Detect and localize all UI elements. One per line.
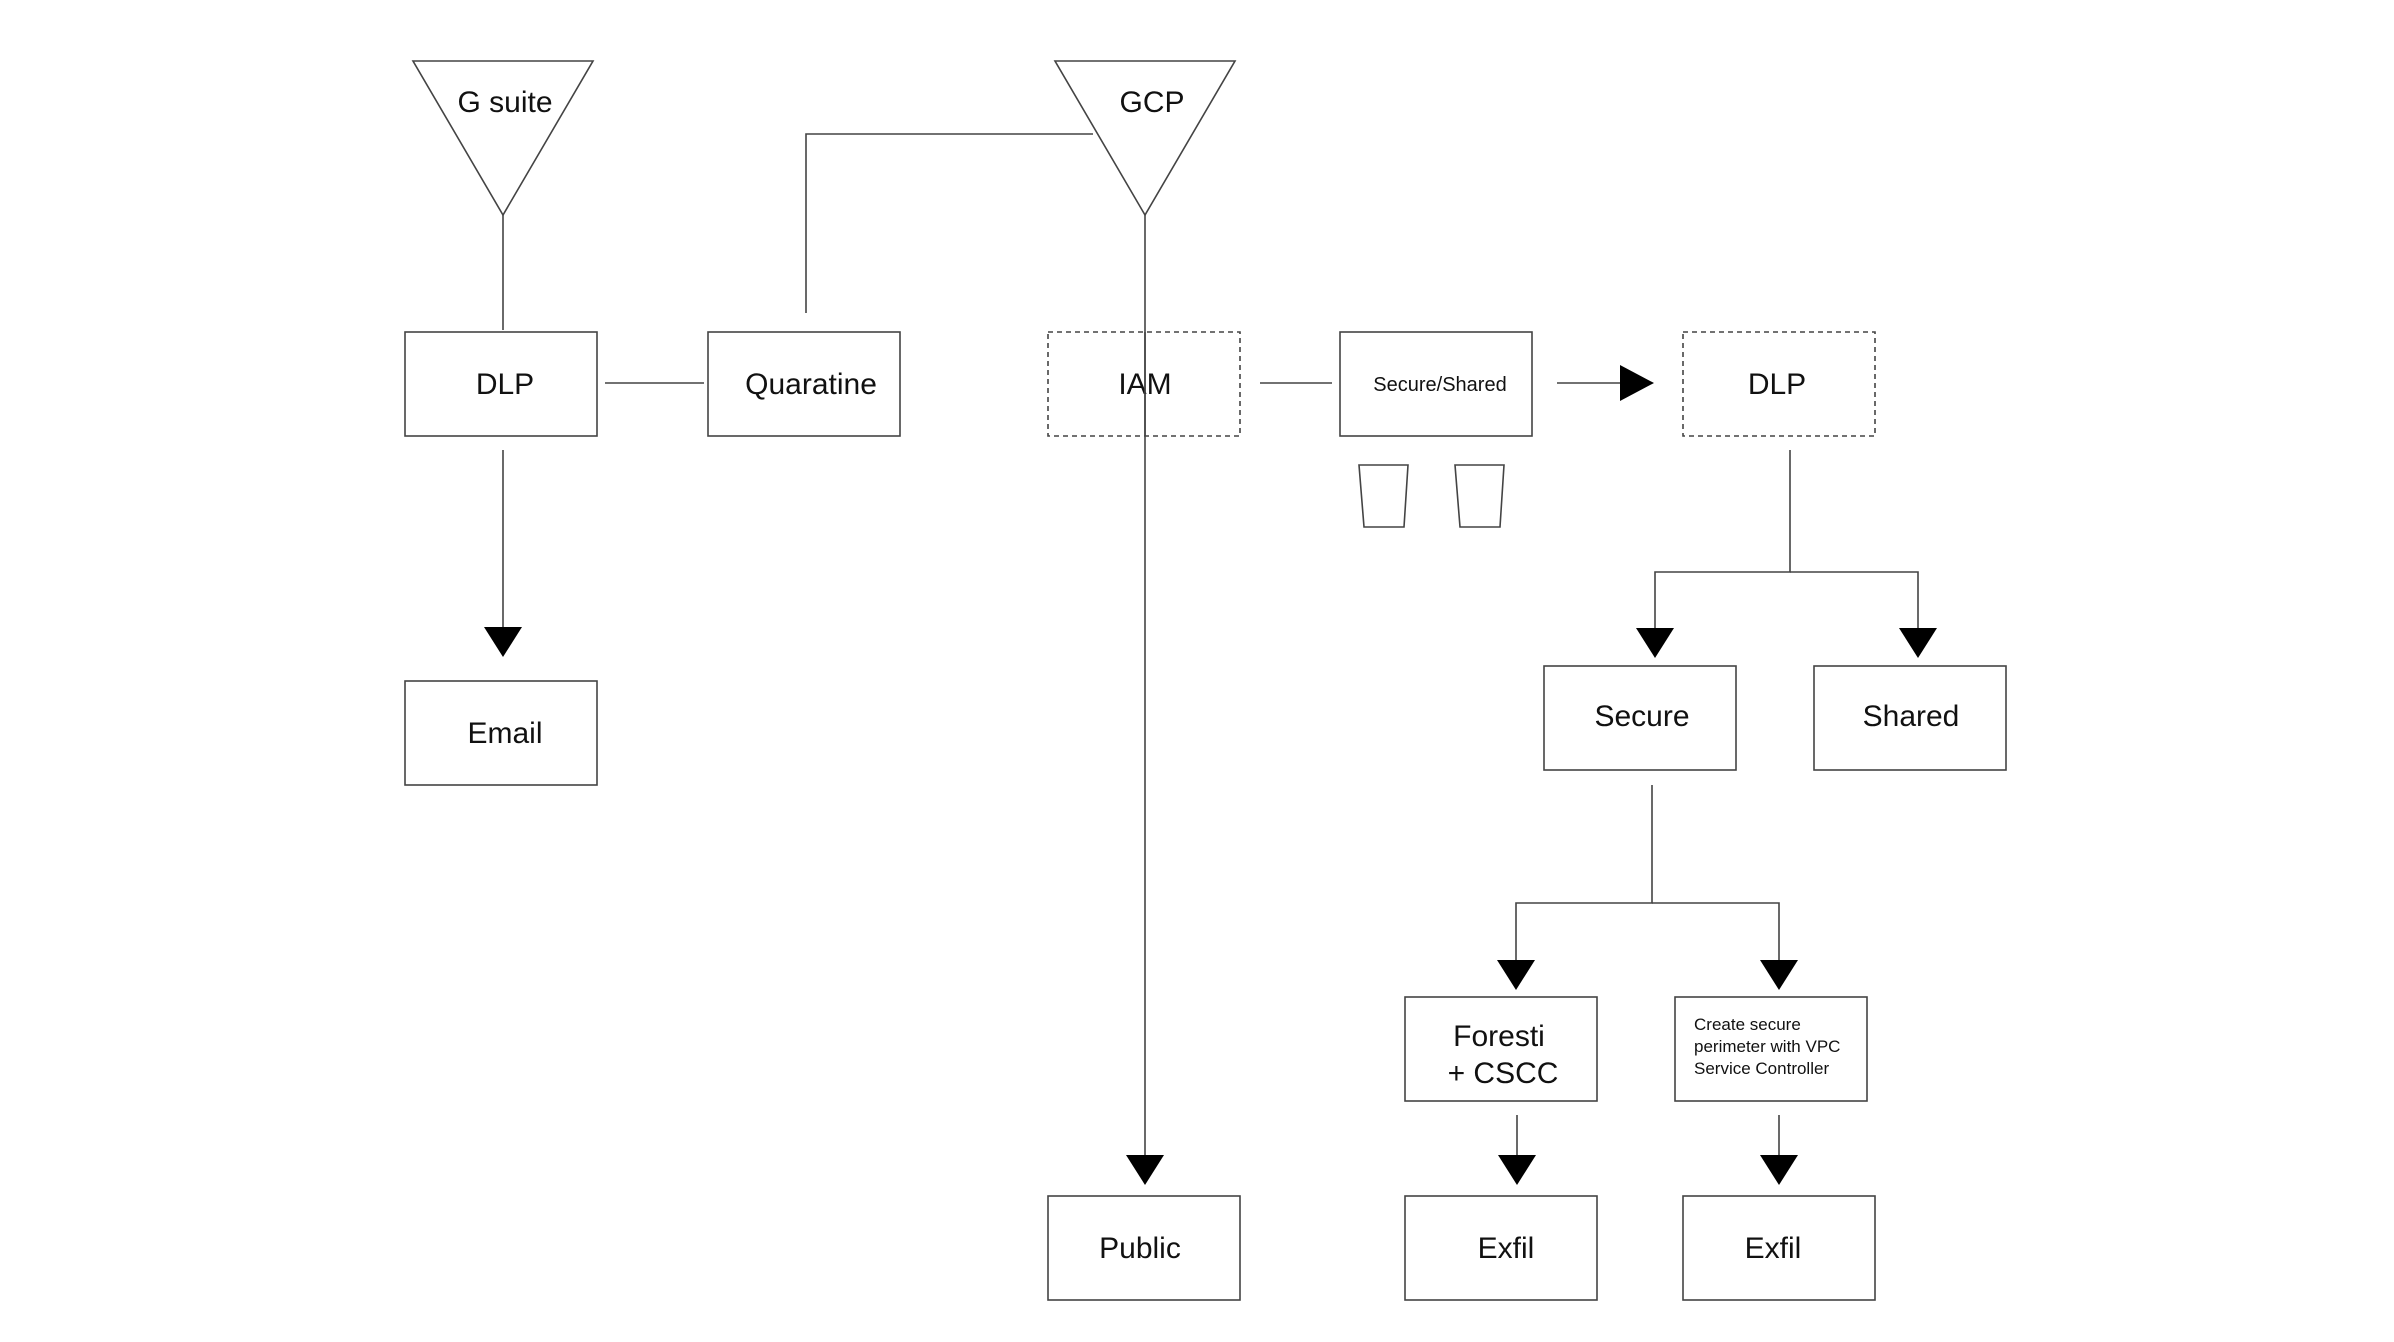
arrowhead-forseti bbox=[1497, 960, 1535, 990]
node-forseti-line-2: + CSCC bbox=[1448, 1057, 1559, 1090]
node-exfil-right-label: Exfil bbox=[1745, 1232, 1802, 1265]
node-exfil-left-label: Exfil bbox=[1478, 1232, 1535, 1265]
arrowhead-shared bbox=[1899, 628, 1937, 658]
edge-gcp-quarantine bbox=[805, 133, 1093, 313]
node-dlp-left-label: DLP bbox=[476, 368, 534, 401]
arrowhead-exfil-left bbox=[1498, 1155, 1536, 1185]
node-public-label: Public bbox=[1099, 1232, 1181, 1265]
node-email: Email bbox=[404, 680, 598, 786]
source-gcp: GCP bbox=[1053, 60, 1237, 217]
node-vpc-line-3: Service Controller bbox=[1694, 1059, 1829, 1078]
arrowhead-dlp-right bbox=[1620, 365, 1654, 401]
node-forseti-cscc: Foresti + CSCC bbox=[1404, 996, 1598, 1102]
arrowhead-vpc bbox=[1760, 960, 1798, 990]
node-vpc-line-2: perimeter with VPC bbox=[1694, 1037, 1840, 1056]
node-dlp-right: DLP bbox=[1682, 331, 1876, 437]
source-gsuite-label: G suite bbox=[457, 86, 552, 119]
node-secure-shared-label: Secure/Shared bbox=[1373, 374, 1506, 396]
arrowhead-secure bbox=[1636, 628, 1674, 658]
node-public: Public bbox=[1047, 1195, 1241, 1301]
source-gsuite: G suite bbox=[411, 60, 595, 217]
arrowhead-exfil-right bbox=[1760, 1155, 1798, 1185]
node-secure-label: Secure bbox=[1594, 700, 1689, 733]
edge-dlp-branch-shared bbox=[1790, 571, 1919, 628]
node-dlp-left: DLP bbox=[404, 331, 598, 437]
node-quarantine-label: Quaratine bbox=[745, 368, 877, 401]
arrowheads bbox=[484, 365, 1937, 1185]
bucket-icon bbox=[1358, 464, 1409, 528]
node-vpc-line-1: Create secure bbox=[1694, 1015, 1801, 1034]
edge-dlp-branch bbox=[1654, 450, 1791, 628]
edge-secure-branch-vpc bbox=[1652, 902, 1780, 960]
node-email-label: Email bbox=[467, 717, 542, 750]
edge-secure-branch bbox=[1515, 785, 1653, 960]
source-gcp-label: GCP bbox=[1119, 86, 1184, 119]
node-iam: IAM bbox=[1047, 331, 1241, 437]
node-shared: Shared bbox=[1813, 665, 2007, 771]
node-dlp-right-label: DLP bbox=[1748, 368, 1806, 401]
node-exfil-right: Exfil bbox=[1682, 1195, 1876, 1301]
node-secure: Secure bbox=[1543, 665, 1737, 771]
node-quarantine: Quaratine bbox=[707, 331, 901, 437]
node-secure-shared: Secure/Shared bbox=[1339, 331, 1533, 437]
node-shared-label: Shared bbox=[1863, 700, 1960, 733]
arrowhead-public bbox=[1126, 1155, 1164, 1185]
arrowhead-email bbox=[484, 627, 522, 657]
bucket-icon bbox=[1454, 464, 1505, 528]
node-vpc-service-controls: Create secure perimeter with VPC Service… bbox=[1674, 996, 1868, 1102]
node-forseti-line-1: Foresti bbox=[1453, 1020, 1545, 1053]
node-exfil-left: Exfil bbox=[1404, 1195, 1598, 1301]
